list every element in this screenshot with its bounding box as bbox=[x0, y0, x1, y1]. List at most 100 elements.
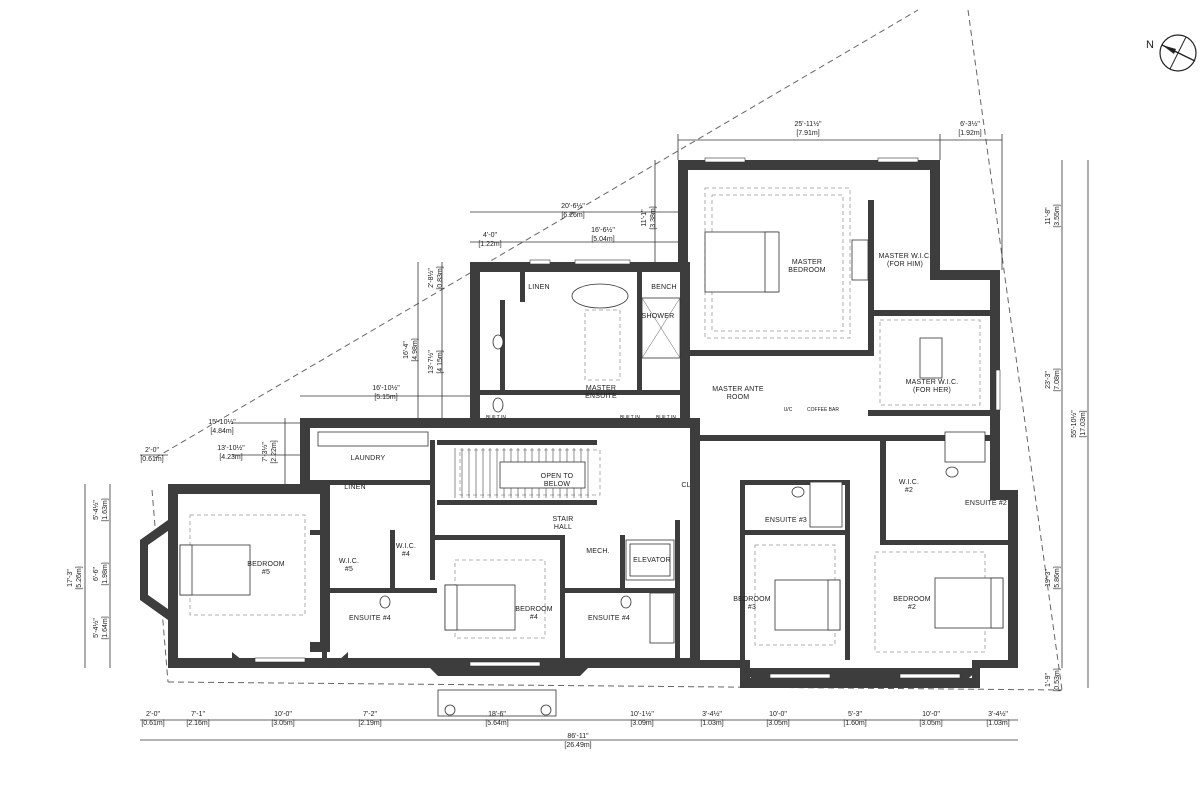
label-master-bedroom-1: MASTER bbox=[792, 259, 822, 266]
dim-v4-b: [4.15m] bbox=[437, 350, 444, 373]
label-master-ensuite-1: MASTER bbox=[586, 385, 616, 392]
dim-r3-a: 55'-10½" bbox=[1070, 410, 1078, 438]
north-compass: N bbox=[1146, 34, 1197, 72]
dimensions-bottom: 2'-0"[0.61m] 7'-1"[2.16m] 10'-0"[3.05m] … bbox=[141, 710, 1009, 749]
dim-b4-b: [2.19m] bbox=[358, 720, 381, 727]
label-master-ensuite-2: ENSUITE bbox=[585, 393, 617, 400]
svg-text:11'-1"[3.38m]: 11'-1"[3.38m] bbox=[641, 206, 657, 229]
dim-b6-b: [3.09m] bbox=[630, 720, 653, 727]
svg-text:5'-4½"[1.63m]: 5'-4½"[1.63m] bbox=[92, 498, 109, 521]
dim-top-d1-a: 25'-11½" bbox=[794, 120, 822, 128]
svg-text:10'-0"[3.05m]: 10'-0" [3.05m] bbox=[271, 711, 294, 727]
label-open-to-below-2: BELOW bbox=[544, 481, 570, 488]
label-bedroom4-2: #4 bbox=[530, 614, 538, 621]
svg-text:W.I.C.#2: W.I.C.#2 bbox=[899, 479, 919, 494]
dim-v6-b: [5.26m] bbox=[76, 566, 83, 589]
dim-b7-b: [1.03m] bbox=[700, 720, 723, 727]
label-elevator: ELEVATOR bbox=[633, 557, 671, 564]
dim-b11-b: [1.03m] bbox=[986, 720, 1009, 727]
dim-b3-b: [3.05m] bbox=[271, 720, 294, 727]
dimensions-right: 11'-8"[3.55m] 23'-3"[7.08m] 55'-10½"[17.… bbox=[1045, 204, 1087, 691]
dim-b9-a: 5'-3" bbox=[848, 711, 862, 718]
dim-top-d4-a: 4'-0" bbox=[483, 232, 497, 239]
label-wic4-1: W.I.C. bbox=[396, 543, 416, 550]
fixtures bbox=[179, 231, 1004, 717]
svg-text:25'-11½"[7.91m]: 25'-11½" [7.91m] bbox=[794, 120, 822, 137]
svg-text:15'-10½"[4.84m]: 15'-10½"[4.84m] bbox=[208, 418, 236, 435]
dim-b6-a: 10'-1½" bbox=[630, 710, 654, 718]
dim-b8-b: [3.05m] bbox=[766, 720, 789, 727]
dim-v6-a: 17'-3" bbox=[67, 569, 74, 587]
svg-text:6'-6"[1.98m]: 6'-6"[1.98m] bbox=[93, 562, 109, 585]
dim-b7-a: 3'-4½" bbox=[702, 710, 722, 718]
svg-text:W.I.C.#4: W.I.C.#4 bbox=[396, 543, 416, 558]
dim-b2-a: 7'-1" bbox=[191, 711, 205, 718]
svg-text:17'-3"[5.26m]: 17'-3"[5.26m] bbox=[67, 566, 83, 589]
label-stair-hall-2: HALL bbox=[554, 524, 572, 531]
svg-text:16'-4"[4.98m]: 16'-4"[4.98m] bbox=[403, 338, 419, 361]
dim-b1-b: [0.61m] bbox=[141, 720, 164, 727]
dim-r3-b: [17.03m] bbox=[1080, 410, 1087, 437]
label-bench: BENCH bbox=[651, 284, 677, 291]
label-bedroom5-1: BEDROOM bbox=[247, 561, 285, 568]
dim-top-d6-a: 16'-10½" bbox=[372, 384, 400, 392]
dim-top-d8-b: [4.23m] bbox=[219, 454, 242, 461]
svg-text:23'-3"[7.08m]: 23'-3"[7.08m] bbox=[1045, 368, 1061, 391]
dim-v7-b: [1.63m] bbox=[102, 498, 109, 521]
property-lines bbox=[151, 9, 1063, 691]
label-bedroom5-2: #5 bbox=[262, 569, 270, 576]
dim-r4-b: [5.86m] bbox=[1054, 566, 1061, 589]
label-built-in-1: BUILT IN bbox=[486, 415, 506, 421]
label-laundry: LAUNDRY bbox=[351, 455, 386, 462]
svg-text:11'-8"[3.55m]: 11'-8"[3.55m] bbox=[1045, 204, 1061, 227]
label-bedroom3-1: BEDROOM bbox=[733, 596, 771, 603]
dim-b3-a: 10'-0" bbox=[274, 711, 292, 718]
svg-text:1'-9"[0.53m]: 1'-9"[0.53m] bbox=[1045, 668, 1061, 691]
label-master-ante-1: MASTER ANTE bbox=[712, 386, 764, 393]
compass-label: N bbox=[1146, 39, 1154, 51]
dim-top-d7-b: [4.84m] bbox=[210, 428, 233, 435]
dim-top-d3-a: 20'-6½" bbox=[561, 202, 585, 210]
label-uc: U/C bbox=[784, 407, 793, 413]
label-master-wic-him-1: MASTER W.I.C. bbox=[879, 253, 932, 260]
dim-v7-a: 5'-4½" bbox=[92, 500, 100, 520]
svg-text:2'-0"[0.61m]: 2'-0"[0.61m] bbox=[141, 711, 164, 727]
label-wic5-1: W.I.C. bbox=[339, 558, 359, 565]
svg-text:W.I.C.#5: W.I.C.#5 bbox=[339, 558, 359, 573]
dim-v2-a: 2'-8½" bbox=[427, 268, 435, 288]
label-mech: MECH. bbox=[586, 548, 610, 555]
svg-text:4'-0"[1.22m]: 4'-0"[1.22m] bbox=[478, 232, 501, 248]
dim-v3-b: [4.98m] bbox=[412, 338, 419, 361]
label-cl: CL bbox=[681, 482, 690, 489]
label-wic4-2: #4 bbox=[402, 551, 410, 558]
dim-b5-a: 18'-6" bbox=[488, 711, 506, 718]
dim-v9-a: 5'-4½" bbox=[92, 618, 100, 638]
dim-b4-a: 7'-2" bbox=[363, 711, 377, 718]
dim-r1-a: 11'-8" bbox=[1045, 207, 1052, 225]
svg-text:BEDROOM#5: BEDROOM#5 bbox=[247, 561, 285, 576]
label-built-in-3: BUILT IN bbox=[656, 415, 676, 421]
windows bbox=[254, 157, 1001, 679]
svg-text:20'-6½"[6.26m]: 20'-6½" [6.26m] bbox=[561, 202, 585, 219]
dim-top-d6-b: [5.15m] bbox=[374, 394, 397, 401]
label-wic5-2: #5 bbox=[345, 566, 353, 573]
dim-top-d1-b: [7.91m] bbox=[796, 130, 819, 137]
dim-top-d9-a: 2'-0" bbox=[145, 447, 159, 454]
dim-v5-a: 7'-3½" bbox=[261, 442, 269, 462]
label-bedroom3-2: #3 bbox=[748, 604, 756, 611]
dim-r4-a: 19'-3" bbox=[1045, 569, 1052, 587]
dimensions-left: 11'-1"[3.38m] 2'-8½"[0.83m] 16'-4"[4.98m… bbox=[67, 206, 657, 639]
svg-text:86'-11"[26.49m]: 86'-11"[26.49m] bbox=[564, 733, 591, 749]
stair bbox=[454, 448, 589, 498]
dim-v9-b: [1.64m] bbox=[102, 616, 109, 639]
dim-total-b: [26.49m] bbox=[564, 742, 591, 749]
dim-top-d3-b: [6.26m] bbox=[561, 212, 584, 219]
label-master-ante-2: ROOM bbox=[727, 394, 750, 401]
dim-r5-a: 1'-9" bbox=[1045, 673, 1052, 687]
label-master-wic-her-2: (FOR HER) bbox=[913, 387, 951, 394]
svg-text:7'-2"[2.19m]: 7'-2" [2.19m] bbox=[358, 711, 381, 727]
dim-v1-b: [3.38m] bbox=[650, 206, 657, 229]
svg-text:13'-7½"[4.15m]: 13'-7½"[4.15m] bbox=[427, 350, 444, 374]
